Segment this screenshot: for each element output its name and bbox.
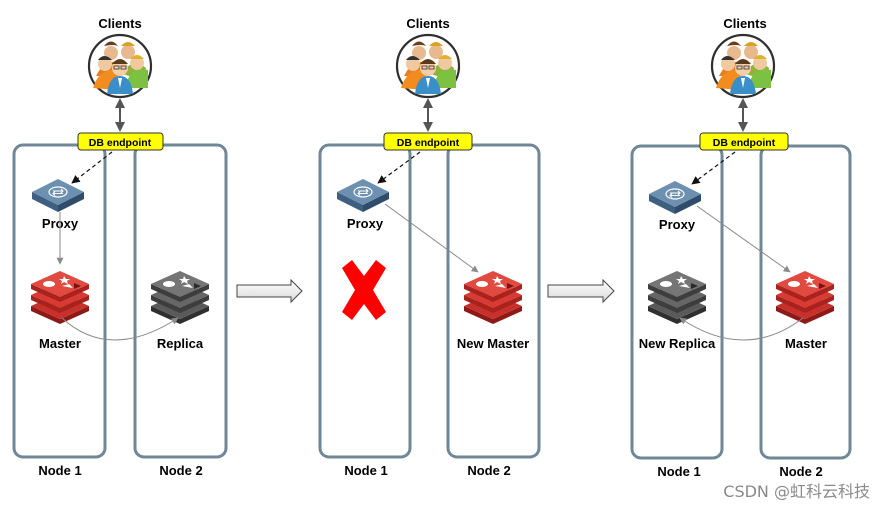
clients-label: Clients [406, 16, 449, 31]
node1-box [12, 143, 107, 459]
clients-label: Clients [723, 16, 766, 31]
node1-label: Node 1 [38, 463, 81, 478]
endpoint-to-proxy-arrow [377, 151, 421, 184]
endpoint-to-proxy-arrow [71, 151, 113, 184]
proxy-label: Proxy [659, 217, 696, 232]
redis-replica-icon [151, 271, 209, 324]
db-endpoint-box [77, 132, 164, 151]
transition-arrow-2 [547, 278, 615, 304]
db-endpoint-label: DB endpoint [713, 137, 776, 149]
clients-icon [395, 33, 461, 99]
new-replica-label: New Replica [639, 336, 716, 351]
db-endpoint-box [383, 132, 473, 151]
replication-arrow [61, 317, 179, 341]
node1-label: Node 1 [657, 464, 700, 479]
master-label: Master [39, 336, 81, 351]
node2-box [133, 143, 228, 459]
redis-master-icon [776, 271, 834, 324]
clients-icon [710, 33, 776, 99]
panel-3: Clients DB endpoint Proxy New Replica Ma… [630, 16, 852, 479]
proxy-icon [648, 180, 702, 215]
failed-node-x-icon [342, 260, 386, 320]
master-label: Master [785, 336, 827, 351]
clients-label: Clients [98, 16, 141, 31]
panel-2: Clients DB endpoint Proxy New Master Nod… [318, 16, 541, 478]
node2-box [759, 144, 852, 460]
node1-label: Node 1 [344, 463, 387, 478]
node2-label: Node 2 [159, 463, 202, 478]
redis-new-master-icon [464, 271, 522, 324]
db-endpoint-label: DB endpoint [89, 137, 152, 149]
db-endpoint-box [699, 132, 789, 151]
clients-icon [87, 33, 153, 99]
node1-box [318, 143, 412, 459]
proxy-to-master-arrow [696, 205, 791, 273]
proxy-icon [31, 178, 85, 213]
new-master-label: New Master [457, 336, 529, 351]
node2-label: Node 2 [467, 463, 510, 478]
node2-box [446, 143, 541, 459]
redis-new-replica-icon [648, 271, 706, 324]
endpoint-to-proxy-arrow [691, 151, 736, 185]
watermark: CSDN @虹科云科技 [723, 482, 870, 501]
node1-box [630, 144, 724, 460]
proxy-to-new-master-arrow [384, 203, 479, 273]
replication-arrow [679, 317, 804, 341]
replica-label: Replica [157, 336, 204, 351]
db-endpoint-label: DB endpoint [397, 137, 460, 149]
node2-label: Node 2 [779, 464, 822, 479]
transition-arrow-1 [236, 278, 303, 304]
proxy-icon [336, 178, 390, 213]
panel-1: Clients DB endpoint Proxy Master Replica… [12, 16, 228, 478]
redis-master-icon [31, 271, 89, 324]
proxy-label: Proxy [347, 216, 384, 231]
